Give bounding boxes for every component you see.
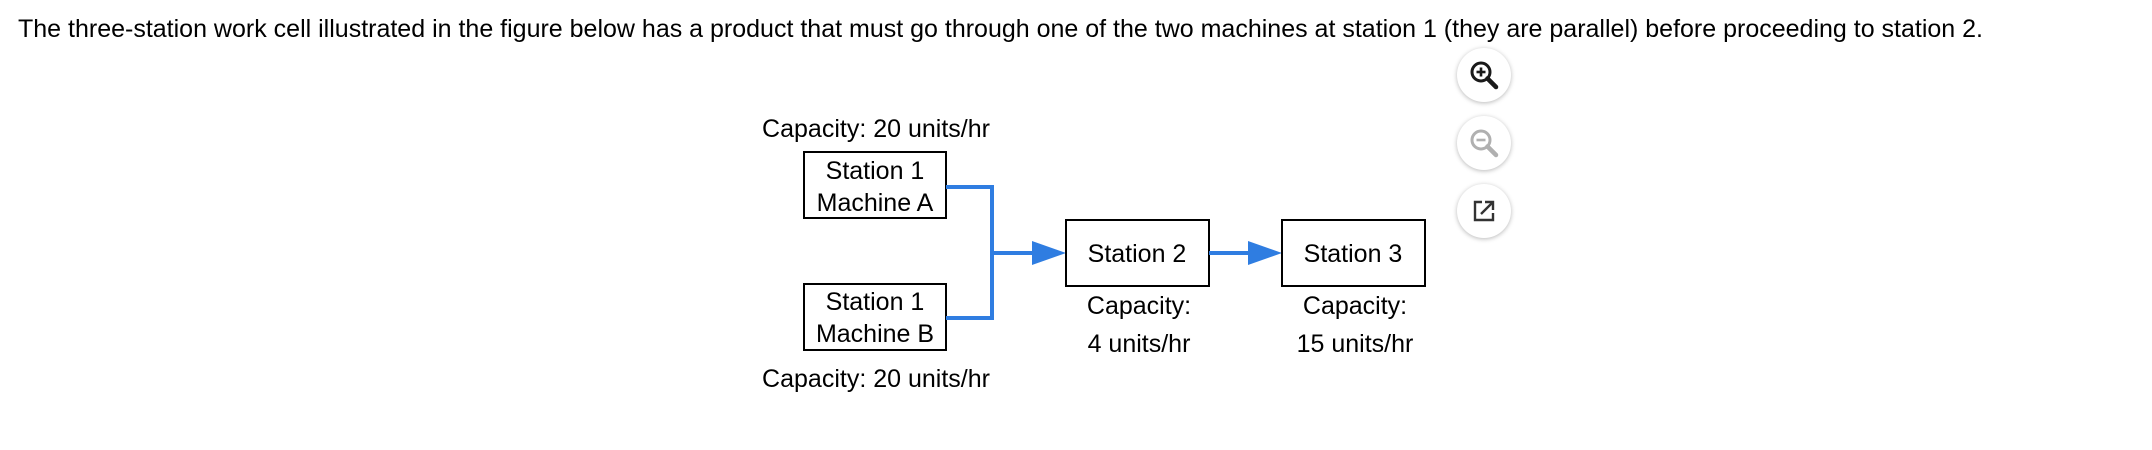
- machine-a-label-line1: Station 1: [826, 157, 925, 185]
- open-external-icon: [1473, 200, 1495, 222]
- arrowhead-to-station-2: [1032, 241, 1066, 265]
- station-2-label: Station 2: [1088, 240, 1187, 268]
- machine-b-box: [803, 283, 947, 351]
- station-2-capacity-line2: 4 units/hr: [1088, 330, 1191, 358]
- station-3-capacity-line2: 15 units/hr: [1297, 330, 1414, 358]
- station-2-capacity-line1: Capacity:: [1087, 292, 1191, 320]
- machine-b-label-line1: Station 1: [826, 288, 925, 316]
- merge-connector: [946, 185, 994, 320]
- station-2-box: [1065, 219, 1210, 287]
- machine-b-label-line2: Machine B: [816, 320, 934, 348]
- station-3-capacity-line1: Capacity:: [1303, 292, 1407, 320]
- machine-a-capacity: Capacity: 20 units/hr: [762, 115, 990, 143]
- station-3-box: [1281, 219, 1426, 287]
- open-external-button[interactable]: [1457, 184, 1511, 238]
- station-3-label: Station 3: [1304, 240, 1403, 268]
- zoom-in-icon: [1470, 61, 1499, 90]
- question-text: The three-station work cell illustrated …: [18, 15, 1984, 43]
- arrowhead-to-station-3: [1248, 241, 1282, 265]
- machine-a-label-line2: Machine A: [817, 189, 934, 217]
- zoom-out-icon: [1470, 129, 1499, 158]
- zoom-in-button[interactable]: [1457, 48, 1511, 102]
- machine-a-box: [803, 151, 947, 219]
- zoom-out-button[interactable]: [1457, 116, 1511, 170]
- machine-b-capacity: Capacity: 20 units/hr: [762, 365, 990, 393]
